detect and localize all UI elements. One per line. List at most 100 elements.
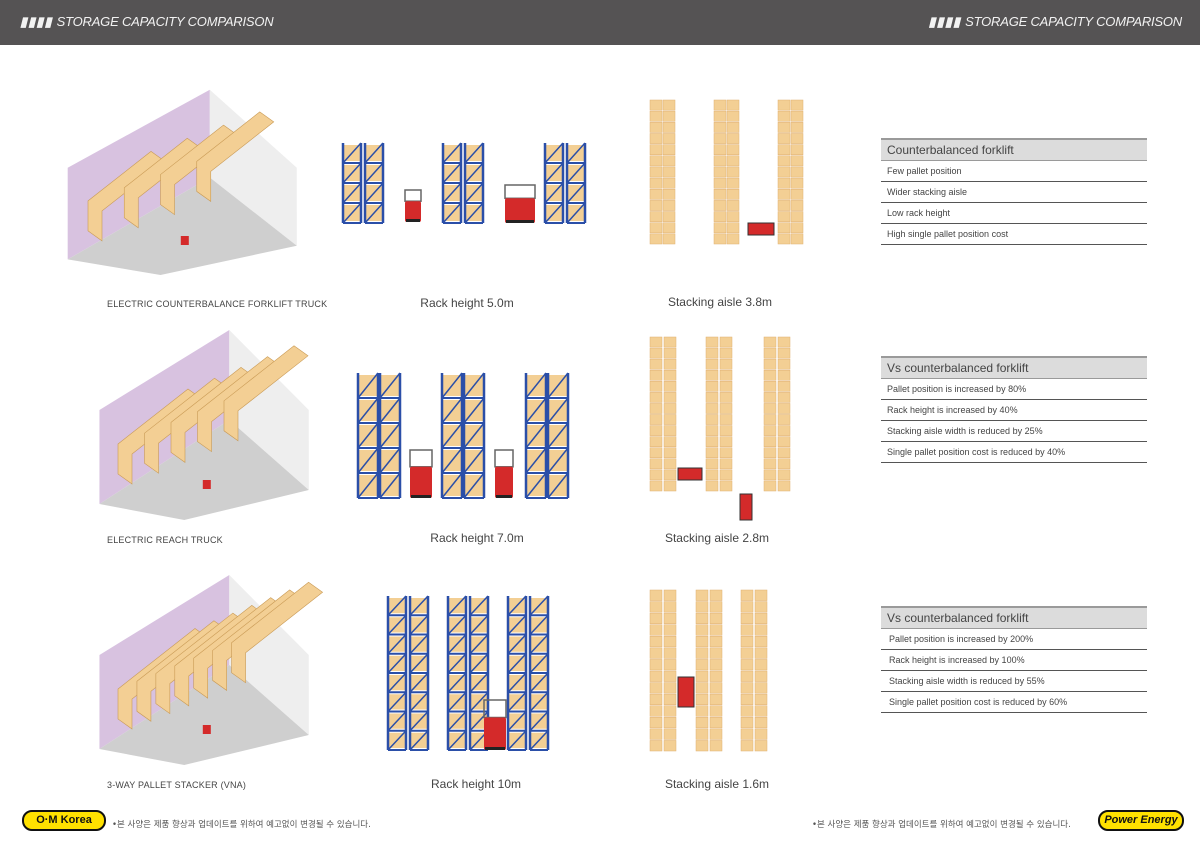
pallet bbox=[754, 612, 768, 624]
aisle-caption: Stacking aisle 2.8m bbox=[664, 531, 770, 545]
pallet bbox=[662, 133, 676, 144]
pallet bbox=[726, 122, 740, 133]
rack-brace bbox=[566, 162, 586, 184]
forklift-icon bbox=[405, 201, 421, 222]
rack-brace bbox=[442, 202, 462, 224]
pallet bbox=[663, 480, 677, 492]
rack-brace bbox=[547, 397, 569, 424]
pallet bbox=[662, 177, 676, 189]
rack-brace bbox=[464, 182, 484, 204]
pallet bbox=[649, 647, 663, 659]
pallet bbox=[709, 705, 723, 717]
rack-brace bbox=[547, 372, 569, 399]
rack-height-caption: Rack height 7.0m bbox=[430, 531, 524, 545]
rack-brace bbox=[441, 397, 463, 424]
pallet bbox=[709, 612, 723, 624]
rack-brace bbox=[447, 710, 467, 732]
pallet bbox=[754, 693, 768, 705]
forklift-icon bbox=[410, 466, 432, 498]
pallet bbox=[740, 636, 754, 648]
pallet bbox=[663, 624, 677, 636]
rack-brace bbox=[441, 422, 463, 449]
pallet bbox=[649, 458, 663, 470]
rack-brace bbox=[442, 142, 462, 164]
pallet bbox=[709, 647, 723, 659]
pallet bbox=[663, 469, 677, 481]
pallet bbox=[663, 425, 677, 436]
pallet bbox=[763, 347, 777, 359]
pallet bbox=[709, 717, 723, 729]
header-title-text: STORAGE CAPACITY COMPARISON bbox=[56, 14, 274, 29]
pallet bbox=[649, 693, 663, 705]
pallet bbox=[763, 336, 777, 348]
pallet bbox=[790, 122, 804, 133]
pallet bbox=[705, 458, 719, 470]
rack-brace bbox=[507, 595, 527, 616]
forklift-icon bbox=[747, 222, 775, 236]
pallet bbox=[663, 705, 677, 717]
forklift-wheels bbox=[406, 219, 420, 222]
forklift-icon bbox=[677, 467, 703, 481]
rack-brace bbox=[463, 422, 485, 449]
pallet bbox=[777, 122, 791, 133]
pallet bbox=[695, 601, 709, 613]
pallet bbox=[649, 358, 663, 370]
table-title: Vs counterbalanced forklift bbox=[881, 606, 1147, 629]
om-korea-logo: O·M Korea bbox=[22, 810, 106, 831]
pallet bbox=[662, 144, 676, 156]
rack-brace bbox=[525, 472, 547, 499]
pallet bbox=[754, 624, 768, 636]
pallet bbox=[763, 358, 777, 370]
pallet bbox=[777, 200, 791, 211]
rack-brace bbox=[547, 422, 569, 449]
pallet bbox=[754, 670, 768, 682]
pallet bbox=[663, 659, 677, 671]
rack-brace bbox=[469, 595, 489, 616]
pallet bbox=[777, 222, 791, 234]
pallet bbox=[663, 682, 677, 694]
pallet bbox=[662, 200, 676, 211]
table-title: Counterbalanced forklift bbox=[881, 138, 1147, 161]
pallet bbox=[713, 99, 727, 111]
pallet bbox=[777, 99, 791, 111]
pallet bbox=[663, 381, 677, 392]
pallet bbox=[663, 414, 677, 425]
pallet bbox=[726, 200, 740, 211]
pallet bbox=[754, 636, 768, 648]
forklift-mast bbox=[409, 449, 433, 468]
rack-brace bbox=[357, 447, 379, 474]
pallet bbox=[695, 693, 709, 705]
pallet bbox=[726, 177, 740, 189]
pallet bbox=[663, 728, 677, 740]
forklift-icon bbox=[739, 493, 753, 521]
pallet bbox=[705, 469, 719, 481]
pallet bbox=[726, 166, 740, 178]
rack-brace bbox=[379, 397, 401, 424]
pallet bbox=[649, 612, 663, 624]
pallet bbox=[709, 682, 723, 694]
pallet bbox=[719, 425, 733, 436]
rack-brace bbox=[379, 372, 401, 399]
rack-brace bbox=[529, 633, 549, 655]
pallet bbox=[726, 155, 740, 167]
pallet bbox=[754, 740, 768, 752]
forklift-icon bbox=[505, 198, 535, 223]
rack-brace bbox=[357, 472, 379, 499]
pallet bbox=[713, 177, 727, 189]
pallet bbox=[754, 717, 768, 729]
header-bars-icon: ▮▮▮▮ bbox=[20, 14, 53, 29]
pallet bbox=[754, 728, 768, 740]
pallet bbox=[709, 659, 723, 671]
table-row: Stacking aisle width is reduced by 25% bbox=[881, 421, 1147, 442]
rack-brace bbox=[463, 397, 485, 424]
rack-brace bbox=[566, 202, 586, 224]
pallet bbox=[790, 177, 804, 189]
pallet bbox=[713, 133, 727, 144]
forklift-wheels bbox=[485, 747, 505, 750]
pallet bbox=[662, 155, 676, 167]
pallet bbox=[777, 347, 791, 359]
forklift-icon bbox=[495, 466, 513, 498]
pallet bbox=[663, 358, 677, 370]
pallet bbox=[754, 705, 768, 717]
pallet bbox=[719, 436, 733, 447]
